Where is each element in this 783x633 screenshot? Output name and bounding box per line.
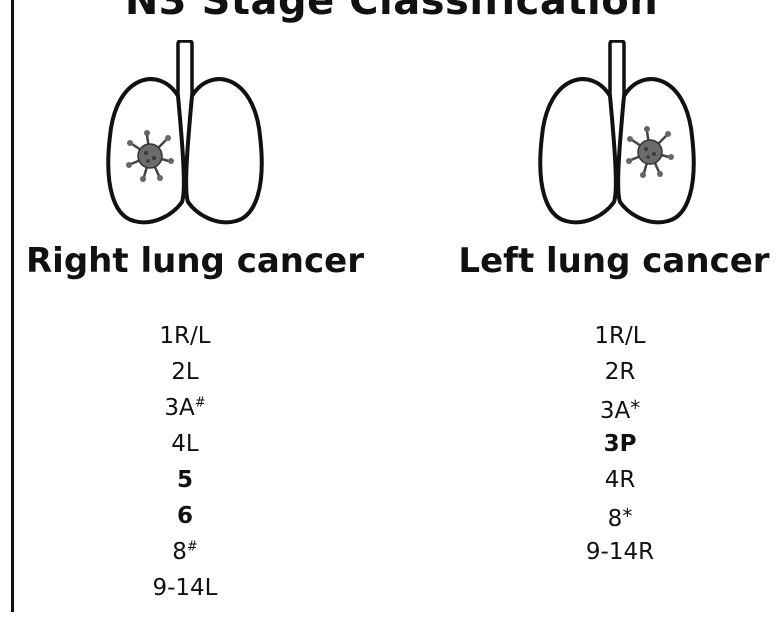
lungs-left-cancer-illustration: [536, 40, 698, 226]
station-label: 6: [176, 503, 193, 529]
station-item: 9-14L: [85, 570, 285, 606]
vertical-divider-line: [11, 0, 14, 612]
station-item: 1R/L: [85, 318, 285, 354]
station-item: 4R: [520, 462, 720, 498]
station-label: 5: [176, 467, 193, 493]
station-item: 3P: [520, 426, 720, 462]
station-label: 3A: [599, 398, 631, 424]
station-item: 5: [85, 462, 285, 498]
right-lung-cancer-heading: Right lung cancer: [26, 241, 364, 281]
station-item: 6: [85, 498, 285, 534]
station-label: 4R: [604, 467, 636, 493]
lungs-right-cancer-illustration: [104, 40, 266, 226]
station-item: 1R/L: [520, 318, 720, 354]
station-label: 9-14L: [152, 575, 218, 601]
station-item: 3A#: [85, 390, 285, 426]
station-label: 3A: [164, 395, 195, 421]
lung-right-outline: [184, 77, 264, 225]
station-label: 8: [607, 506, 623, 532]
lung-left-outline: [538, 77, 618, 225]
hash-footnote-mark: #: [194, 395, 206, 411]
tumor-icon: [126, 130, 174, 182]
station-label: 2R: [604, 359, 636, 385]
station-label: 3P: [603, 431, 637, 457]
station-label: 1R/L: [159, 323, 211, 349]
tumor-icon: [626, 126, 674, 178]
station-item: 8#: [85, 534, 285, 570]
station-label: 1R/L: [594, 323, 646, 349]
station-label: 4L: [171, 431, 199, 457]
asterisk-footnote-mark: *: [630, 396, 641, 420]
station-label: 2L: [171, 359, 199, 385]
station-label: 9-14R: [585, 539, 655, 565]
station-label: 8: [172, 539, 187, 565]
station-item: 3A*: [520, 390, 720, 426]
station-item: 8*: [520, 498, 720, 534]
station-item: 2R: [520, 354, 720, 390]
station-item: 2L: [85, 354, 285, 390]
station-item: 4L: [85, 426, 285, 462]
asterisk-footnote-mark: *: [622, 504, 633, 528]
left-lung-cancer-heading: Left lung cancer: [458, 241, 770, 281]
diagram-title: N3 Stage Classification: [124, 0, 659, 24]
station-item: 9-14R: [520, 534, 720, 570]
hash-footnote-mark: #: [186, 539, 198, 555]
